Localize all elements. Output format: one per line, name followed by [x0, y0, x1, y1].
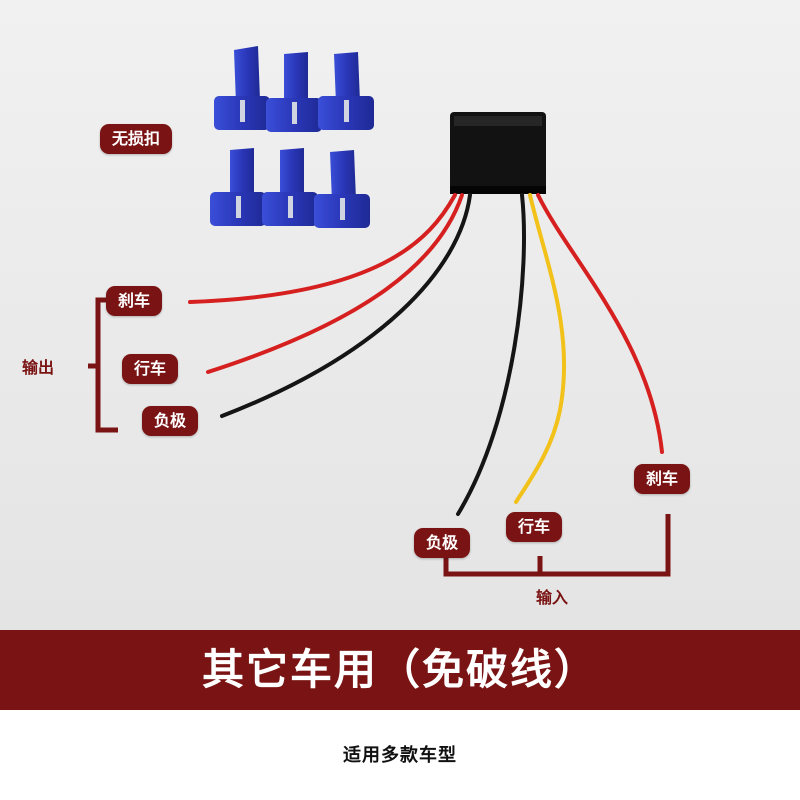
output-negative-wire [220, 193, 472, 418]
blue-tap-connector [214, 46, 270, 130]
blue-tap-connector [318, 52, 374, 130]
caption-text: 适用多款车型 [0, 712, 800, 800]
output-drive-wire [206, 193, 464, 374]
output-brake-wire [188, 193, 457, 304]
label-output-negative: 负极 [142, 406, 199, 436]
input-negative-wire [456, 193, 526, 516]
label-lossless-clip: 无损扣 [100, 124, 173, 154]
label-output-brake: 刹车 [106, 286, 163, 316]
blue-tap-connector [266, 52, 322, 132]
input-drive-wire [514, 193, 567, 504]
label-output-group: 输出 [22, 358, 55, 377]
blue-tap-connector [210, 148, 266, 226]
label-input-drive: 行车 [506, 512, 563, 542]
label-input-brake: 刹车 [634, 464, 691, 494]
wiring-illustration [88, 46, 671, 577]
banner-title: 其它车用（免破线） [0, 630, 800, 710]
controller-module [450, 112, 546, 194]
label-input-group: 输入 [536, 588, 569, 607]
output-bracket [95, 297, 118, 433]
label-input-negative: 负极 [414, 528, 471, 558]
input-bracket [443, 514, 671, 577]
blue-tap-connector [314, 150, 370, 228]
label-output-drive: 行车 [122, 354, 179, 384]
input-brake-wire [536, 193, 664, 454]
blue-tap-connector [262, 148, 318, 226]
